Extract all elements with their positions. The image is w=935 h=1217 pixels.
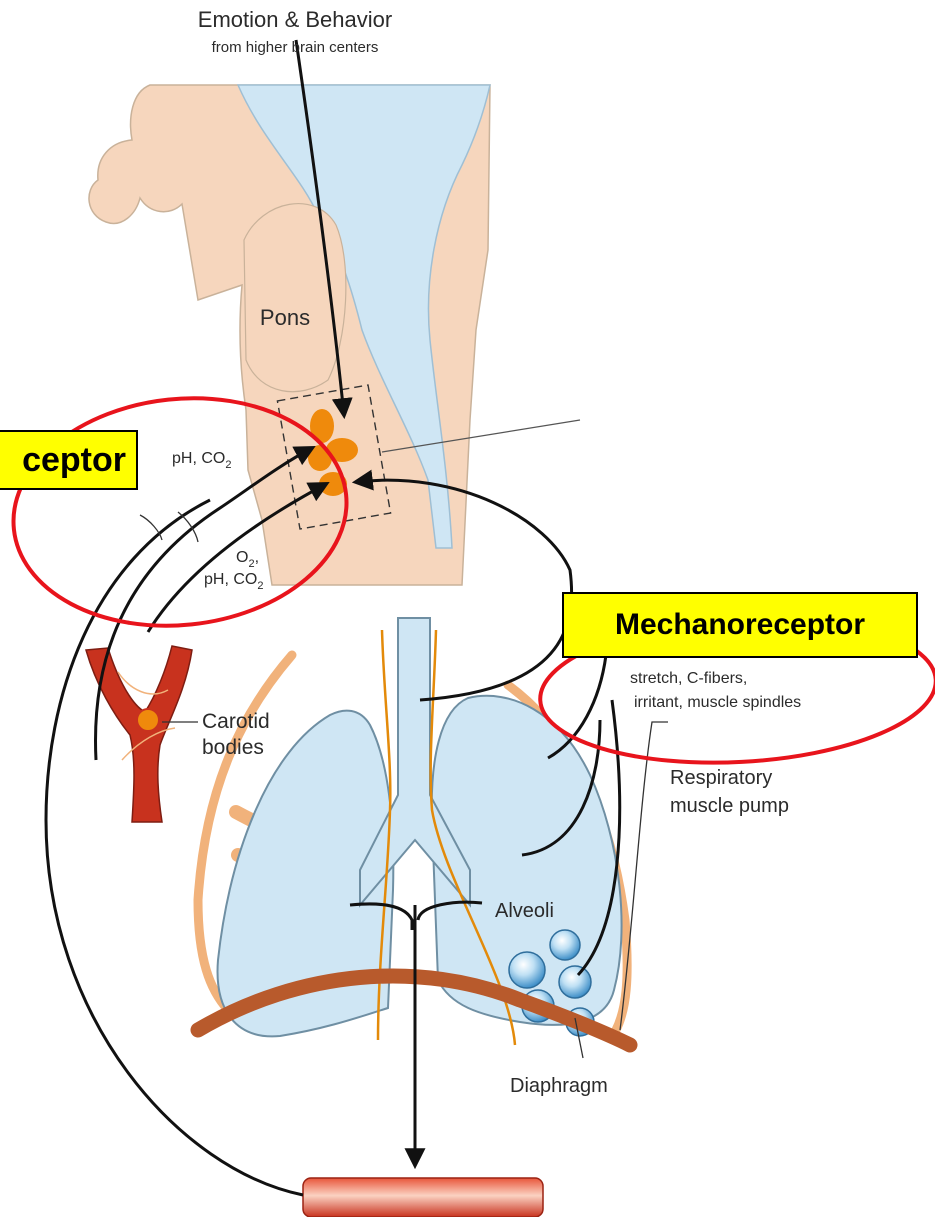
respiratory-pump-line1: Respiratory <box>670 767 772 789</box>
chemoreceptor-callout: ceptor <box>0 430 138 490</box>
carotid-label-line2: bodies <box>202 736 264 759</box>
respiratory-pump-line2: muscle pump <box>670 795 789 817</box>
emotion-subtitle: from higher brain centers <box>212 39 379 56</box>
mechano-types-line2: irritant, muscle spindles <box>634 694 801 711</box>
effector-muscle <box>303 1178 543 1217</box>
mechano-types-line1: stretch, C-fibers, <box>630 670 747 687</box>
carotid-inputs-line1: O2, <box>236 549 259 570</box>
carotid-inputs-line2: pH, CO2 <box>204 571 263 592</box>
mechanoreceptor-callout: Mechanoreceptor <box>562 592 918 658</box>
carotid-label-line1: Carotid <box>202 710 270 733</box>
diaphragm-label: Diaphragm <box>510 1075 608 1097</box>
emotion-title: Emotion & Behavior <box>198 7 392 32</box>
carotid-body <box>137 709 159 731</box>
chemo-inputs-label: pH, CO2 <box>172 450 231 471</box>
pons-label: Pons <box>260 305 310 330</box>
alveoli-label: Alveoli <box>495 900 554 922</box>
brainstem <box>89 85 490 585</box>
